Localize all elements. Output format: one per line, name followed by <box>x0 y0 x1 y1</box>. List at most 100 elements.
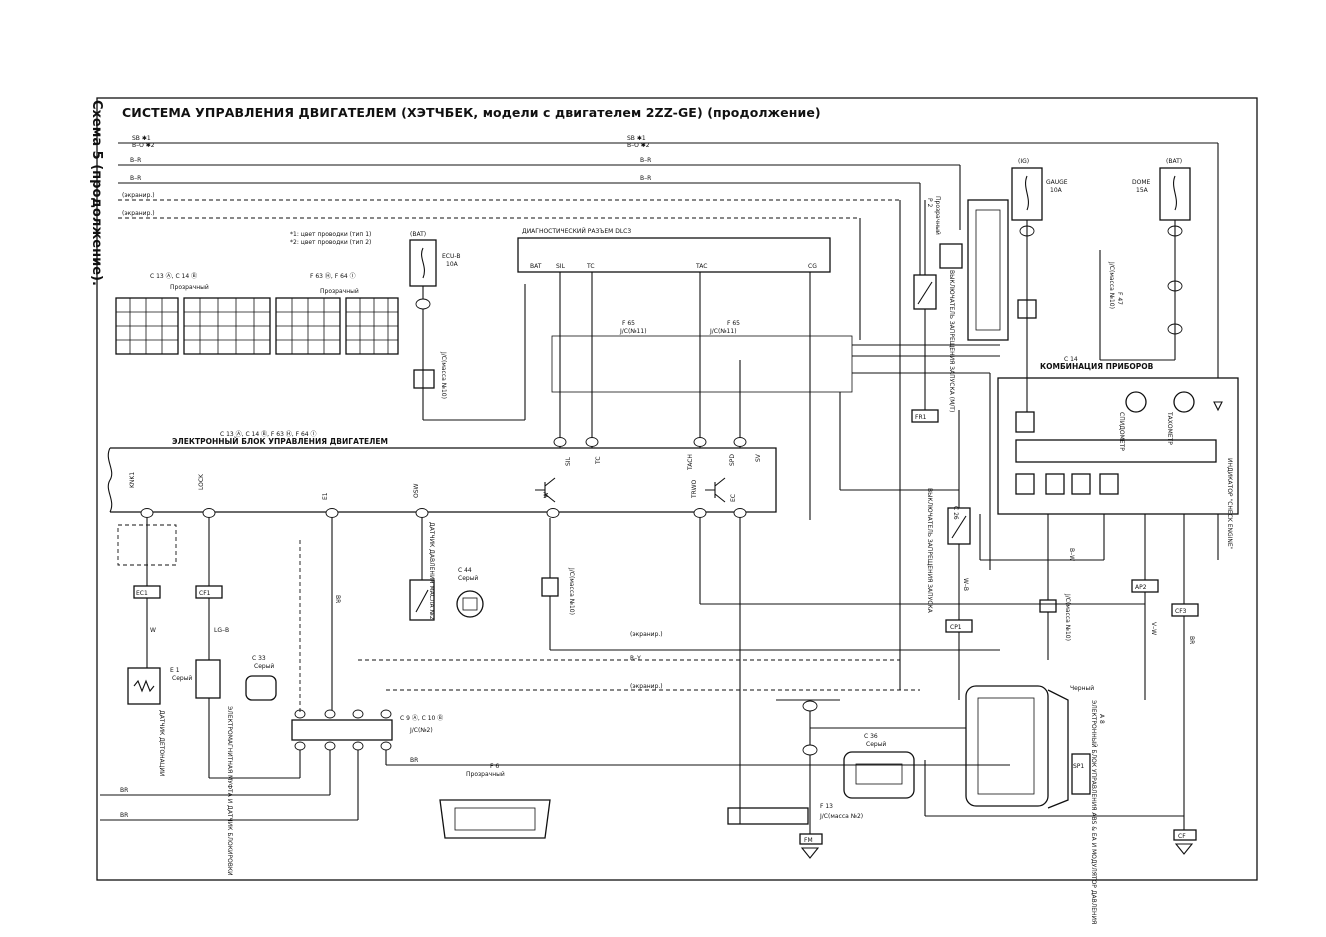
wire-shield-4: (экранир.) <box>630 683 663 690</box>
dlc3-title: ДИАГНОСТИЧЕСКИЙ РАЗЪЕМ DLC3 <box>522 228 631 235</box>
ecu-connector-pictures <box>115 297 399 355</box>
wire-label-sb: SB ✱1 <box>132 135 151 142</box>
label-f47: F 47 <box>1116 292 1123 305</box>
abs-conn2: C 36 <box>864 733 878 740</box>
term-ec1: EC1 <box>136 590 148 597</box>
f13-label: J/C(масса №2) <box>819 813 863 820</box>
label-jc10-b: J/C(масса №10) <box>568 567 575 615</box>
page-title: СИСТЕМА УПРАВЛЕНИЯ ДВИГАТЕЛЕМ (ХЭТЧБЕК, … <box>122 105 821 120</box>
wire-label-br-a: B–R <box>130 157 141 164</box>
abs-ecu-connector <box>965 685 1049 807</box>
wire-label-bo-2: B–O ✱2 <box>627 142 650 149</box>
combo-check: ИНДИКАТОР "CHECK ENGINE" <box>1226 458 1233 550</box>
knock-color: Серый <box>172 675 192 682</box>
diagram-frame <box>96 97 1258 881</box>
wire-label-br-b2: B–R <box>640 175 651 182</box>
neutral-conn: P 2 <box>926 198 933 208</box>
term-cf: CF <box>1178 833 1186 840</box>
ecu-term-trwo: TRWO <box>691 479 698 499</box>
jc2-box <box>291 719 393 741</box>
ecu-header: C 13 Ⓐ, C 14 Ⓑ, F 63 Ⓗ, F 64 Ⓘ <box>220 430 317 438</box>
lockup-solenoid <box>195 659 221 699</box>
start-switch-conn: C 26 <box>952 506 959 520</box>
lockup-conn: C 33 <box>252 655 266 662</box>
wire-br-e1: BR <box>334 595 341 603</box>
wire-br-3: BR <box>410 757 418 764</box>
ecu-term-knk1: KNK1 <box>129 472 136 488</box>
fuse-dome-amp: 15A <box>1136 187 1149 194</box>
dlc3-pin-cg: CG <box>808 263 817 270</box>
ecu-term-lock: LOCK <box>198 473 205 490</box>
wire-vw: V–W <box>1150 622 1157 635</box>
jc2-label: J/C(№2) <box>409 727 433 734</box>
label-jc11-b: J/C(№11) <box>709 328 737 335</box>
term-sp1: SP1 <box>1073 763 1084 770</box>
wire-label-bo: B–O ✱2 <box>132 142 155 149</box>
start-switch-name: ВЫКЛЮЧАТЕЛЬ ЗАПРЕЩЕНИЯ ЗАПУСКА <box>926 488 933 614</box>
dlc3-pin-sil: SIL <box>556 263 566 270</box>
term-fm: FM <box>804 837 813 844</box>
ecu-terminal-pins <box>140 437 747 518</box>
label-jc11-a: J/C(№11) <box>619 328 647 335</box>
abs-color2: Серый <box>866 741 886 748</box>
wire-br-4: BR <box>1188 636 1195 644</box>
combo-speedo: СПИДОМЕТР <box>1118 412 1125 451</box>
f6-conn: F 6 <box>490 763 499 770</box>
combination-meter <box>997 377 1239 515</box>
neutral-color: Прозрачный <box>934 196 941 235</box>
fuse-gauge-source: (IG) <box>1018 158 1029 165</box>
term-ap2: AP2 <box>1135 584 1147 591</box>
note-wiring-type-1: *1: цвет проводки (тип 1) <box>290 231 371 238</box>
wire-br-1b: BR <box>120 787 128 794</box>
ecu-title: ЭЛЕКТРОННЫЙ БЛОК УПРАВЛЕНИЯ ДВИГАТЕЛЕМ <box>172 437 388 446</box>
lockup-color: Серый <box>254 663 274 670</box>
knock-sensor <box>127 667 161 705</box>
term-cf3: CF3 <box>1175 608 1187 615</box>
f6-color: Прозрачный <box>466 771 505 778</box>
wire-label-br-b: B–R <box>130 175 141 182</box>
ecu-term-osw: OSW <box>413 483 420 498</box>
term-cp1: CP1 <box>950 624 962 631</box>
dlc3-pin-tac: TAC <box>695 263 707 270</box>
combo-connector-picture <box>967 199 1009 341</box>
label-jc10-d: J/C(масса №10) <box>1064 593 1071 641</box>
fuse-ecub-source: (BAT) <box>410 231 426 238</box>
fuse-gauge-amp: 10A <box>1050 187 1063 194</box>
wire-label-shield-1: (экранир.) <box>122 192 155 199</box>
label-f65-a: F 65 <box>622 320 635 327</box>
pin-ecub-2 <box>415 298 431 310</box>
f13-conn: F 13 <box>820 803 833 810</box>
ecu-box <box>110 447 777 513</box>
connector-color-1: Прозрачный <box>170 284 209 291</box>
connector-color-2: Прозрачный <box>320 288 359 295</box>
ecu-term-tc: TC <box>595 456 602 465</box>
ecu-term-ec: EC <box>730 494 737 502</box>
dlc3-pin-tc: TC <box>586 263 595 270</box>
ecu-term-sil: SIL <box>565 456 572 466</box>
fuse-ecub-name: ECU-B <box>442 253 460 260</box>
note-wiring-type-2: *2: цвет проводки (тип 2) <box>290 239 371 246</box>
combo-title: КОМБИНАЦИЯ ПРИБОРОВ <box>1040 362 1154 371</box>
fuse-gauge-name: GAUGE <box>1046 179 1068 186</box>
ecu-term-sv: SV <box>755 453 762 462</box>
wire-w-knock: W <box>150 627 156 634</box>
fuse-ecub-symbol <box>421 247 425 279</box>
wire-bw: B–W <box>1068 548 1075 561</box>
wire-shield-3: (экранир.) <box>630 631 663 638</box>
jc11-box <box>551 335 853 393</box>
abs-name: ЭЛЕКТРОННЫЙ БЛОК УПРАВЛЕНИЯ ABS & EA И М… <box>1090 700 1097 924</box>
oil-pressure-sensor <box>409 579 435 621</box>
f13-bar <box>727 807 809 825</box>
abs-conn: A 8 <box>1098 714 1105 724</box>
oil-conn: C 44 <box>458 567 472 574</box>
combo-conn: C 14 <box>1064 356 1078 363</box>
label-jc10-a: J/C(масса №10) <box>440 351 447 399</box>
ecu-transistor-symbols <box>535 477 726 503</box>
neutral-name: ВЫКЛЮЧАТЕЛЬ ЗАПРЕЩЕНИЯ ЗАПУСКА (M/T) <box>948 270 955 412</box>
ecu-term-spd: SPD <box>729 454 736 466</box>
fuse-ecub-amp: 10A <box>446 261 459 268</box>
wire-label-br-a2: B–R <box>640 157 651 164</box>
ecu-term-tach: TACH <box>687 454 694 471</box>
jc2-conn: C 9 Ⓐ, C 10 Ⓑ <box>400 714 443 722</box>
